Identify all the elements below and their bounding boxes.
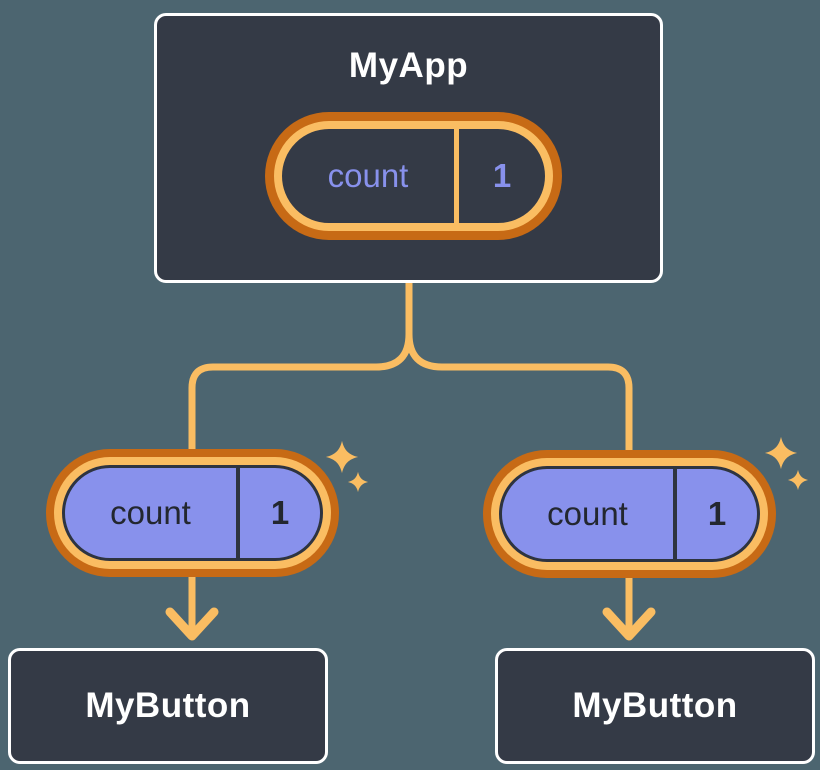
sparkle-icon — [347, 471, 369, 493]
pill-divider — [236, 468, 240, 558]
sparkle-icon — [325, 440, 359, 474]
sparkle-icon — [787, 469, 809, 491]
myapp-state-pill: count 1 — [274, 121, 553, 231]
mybutton-component-box-left: MyButton — [8, 648, 328, 764]
pill-divider — [673, 469, 677, 559]
mybutton-component-box-right: MyButton — [495, 648, 815, 764]
mybutton-title: MyButton — [85, 686, 251, 725]
prop-value-label: 1 — [270, 494, 290, 531]
pill-divider — [454, 129, 459, 223]
prop-name-label: count — [547, 495, 628, 532]
right-prop-pill: count 1 — [499, 466, 760, 562]
state-name-label: count — [327, 157, 409, 194]
prop-value-label: 1 — [707, 495, 727, 532]
arrow-down-icon — [602, 607, 656, 641]
sparkle-icon — [764, 436, 798, 470]
left-prop-pill: count 1 — [62, 465, 323, 561]
prop-name-label: count — [110, 494, 191, 531]
connector-left — [188, 279, 413, 634]
myapp-title: MyApp — [348, 46, 469, 85]
state-value-label: 1 — [492, 157, 512, 194]
connector-right — [405, 279, 633, 634]
myapp-component-box: MyApp — [154, 13, 663, 283]
mybutton-title: MyButton — [572, 686, 738, 725]
arrow-down-icon — [165, 607, 219, 641]
